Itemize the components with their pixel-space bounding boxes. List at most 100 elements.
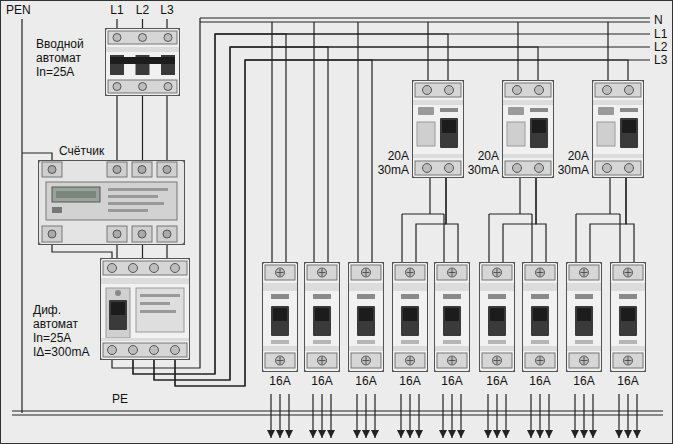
rating-label: 16A — [311, 374, 332, 388]
breaker-picture — [305, 263, 340, 372]
bus-bar — [12, 18, 663, 415]
wire-line — [22, 18, 200, 413]
wire-connector — [175, 60, 372, 386]
circuit-breaker: 16A — [566, 262, 602, 372]
device-picture — [39, 29, 646, 372]
wire-line — [117, 245, 167, 258]
neutral-wire — [428, 22, 608, 80]
wire-line — [21, 19, 22, 413]
wire-connector — [590, 178, 626, 262]
output-arrow — [442, 394, 443, 438]
output-arrow — [496, 394, 497, 438]
rcd-device: 20A 30mA — [592, 80, 644, 178]
output-arrow — [460, 394, 461, 438]
phase-label: L3 — [160, 3, 173, 17]
circuit-breaker: 16A — [304, 262, 340, 372]
bus-bar — [200, 18, 650, 22]
neutral-wire — [576, 178, 620, 262]
wire-connector — [154, 47, 328, 380]
rating-label: 16A — [269, 374, 290, 388]
wire-connector — [142, 96, 143, 160]
output-arrow — [365, 394, 366, 438]
wire-connector — [133, 34, 286, 374]
wire-connector — [536, 178, 546, 262]
bus-label: L3 — [654, 53, 667, 67]
breaker-picture — [567, 263, 602, 372]
input-breaker: Вводной автомат In=25A — [105, 28, 180, 96]
wire-connector — [503, 178, 536, 262]
rating-label: 16A — [573, 374, 594, 388]
output-arrow — [418, 394, 419, 438]
wire-line — [52, 245, 112, 258]
device-label: Вводной автомат In=25A — [36, 37, 100, 79]
output-arrow — [592, 394, 593, 438]
bus-label: L2 — [654, 40, 667, 54]
rcd-picture — [413, 81, 464, 178]
breaker-picture — [263, 263, 298, 372]
breaker-picture — [611, 263, 646, 372]
device-label: Счётчик — [59, 144, 104, 158]
rcd-device: 20A 30mA — [412, 80, 464, 178]
circuit-breaker: 16A — [610, 262, 646, 372]
neutral-wire — [272, 22, 358, 262]
wire-connector — [446, 178, 458, 262]
output-arrow — [279, 394, 280, 438]
circuit-breaker: 16A — [479, 262, 515, 372]
output-arrow — [618, 394, 619, 438]
breaker-picture — [393, 263, 428, 372]
bus-label: PE — [112, 392, 128, 406]
breaker-picture — [435, 263, 470, 372]
rcbo-breaker: Диф. автомат In=25A IΔ=300mA — [100, 258, 190, 360]
output-arrow — [530, 394, 531, 438]
output-arrow — [271, 394, 637, 438]
breaker-picture — [349, 263, 384, 372]
circuit-breaker: 16A — [522, 262, 558, 372]
energy-meter: Счётчик — [38, 160, 185, 245]
circuit-breaker: 16A — [262, 262, 298, 372]
output-arrow — [321, 394, 322, 438]
rating-label: 16A — [441, 374, 462, 388]
meter-picture — [39, 161, 185, 245]
rcd-picture — [503, 81, 554, 178]
wire-connector — [154, 47, 538, 380]
output-arrow — [627, 394, 628, 438]
output-arrow — [400, 394, 401, 438]
output-arrow — [374, 394, 375, 438]
output-arrow — [330, 394, 331, 438]
output-arrow — [288, 394, 289, 438]
rating-label: 16A — [529, 374, 550, 388]
input-breaker-picture — [106, 29, 180, 96]
output-arrow — [583, 394, 584, 438]
output-arrow — [539, 394, 540, 438]
circuit-breaker: 16A — [434, 262, 470, 372]
wire-connector — [175, 60, 628, 386]
wire-connector — [626, 178, 634, 262]
wire-label: PEN — [6, 3, 31, 17]
device-label: 20A 30mA — [465, 149, 499, 177]
output-arrow — [409, 394, 410, 438]
rating-label: 16A — [617, 374, 638, 388]
output-arrow — [487, 394, 488, 438]
rating-label: 16A — [355, 374, 376, 388]
bus-bar — [12, 411, 663, 415]
output-arrow — [574, 394, 575, 438]
wire-connector — [142, 245, 143, 258]
output-arrow — [636, 394, 637, 438]
device-label: 20A 30mA — [375, 149, 409, 177]
rating-label: 16A — [486, 374, 507, 388]
rating-label: 16A — [399, 374, 420, 388]
breaker-picture — [523, 263, 558, 372]
output-arrow — [505, 394, 506, 438]
rcd-device: 20A 30mA — [502, 80, 554, 178]
phase-label: L1 — [110, 3, 123, 17]
wire-line — [117, 19, 167, 28]
phase-label: L2 — [136, 3, 149, 17]
wire-connector — [416, 178, 446, 262]
bus-label: N — [654, 13, 663, 27]
neutral-wire — [272, 22, 620, 262]
breaker-picture — [480, 263, 515, 372]
